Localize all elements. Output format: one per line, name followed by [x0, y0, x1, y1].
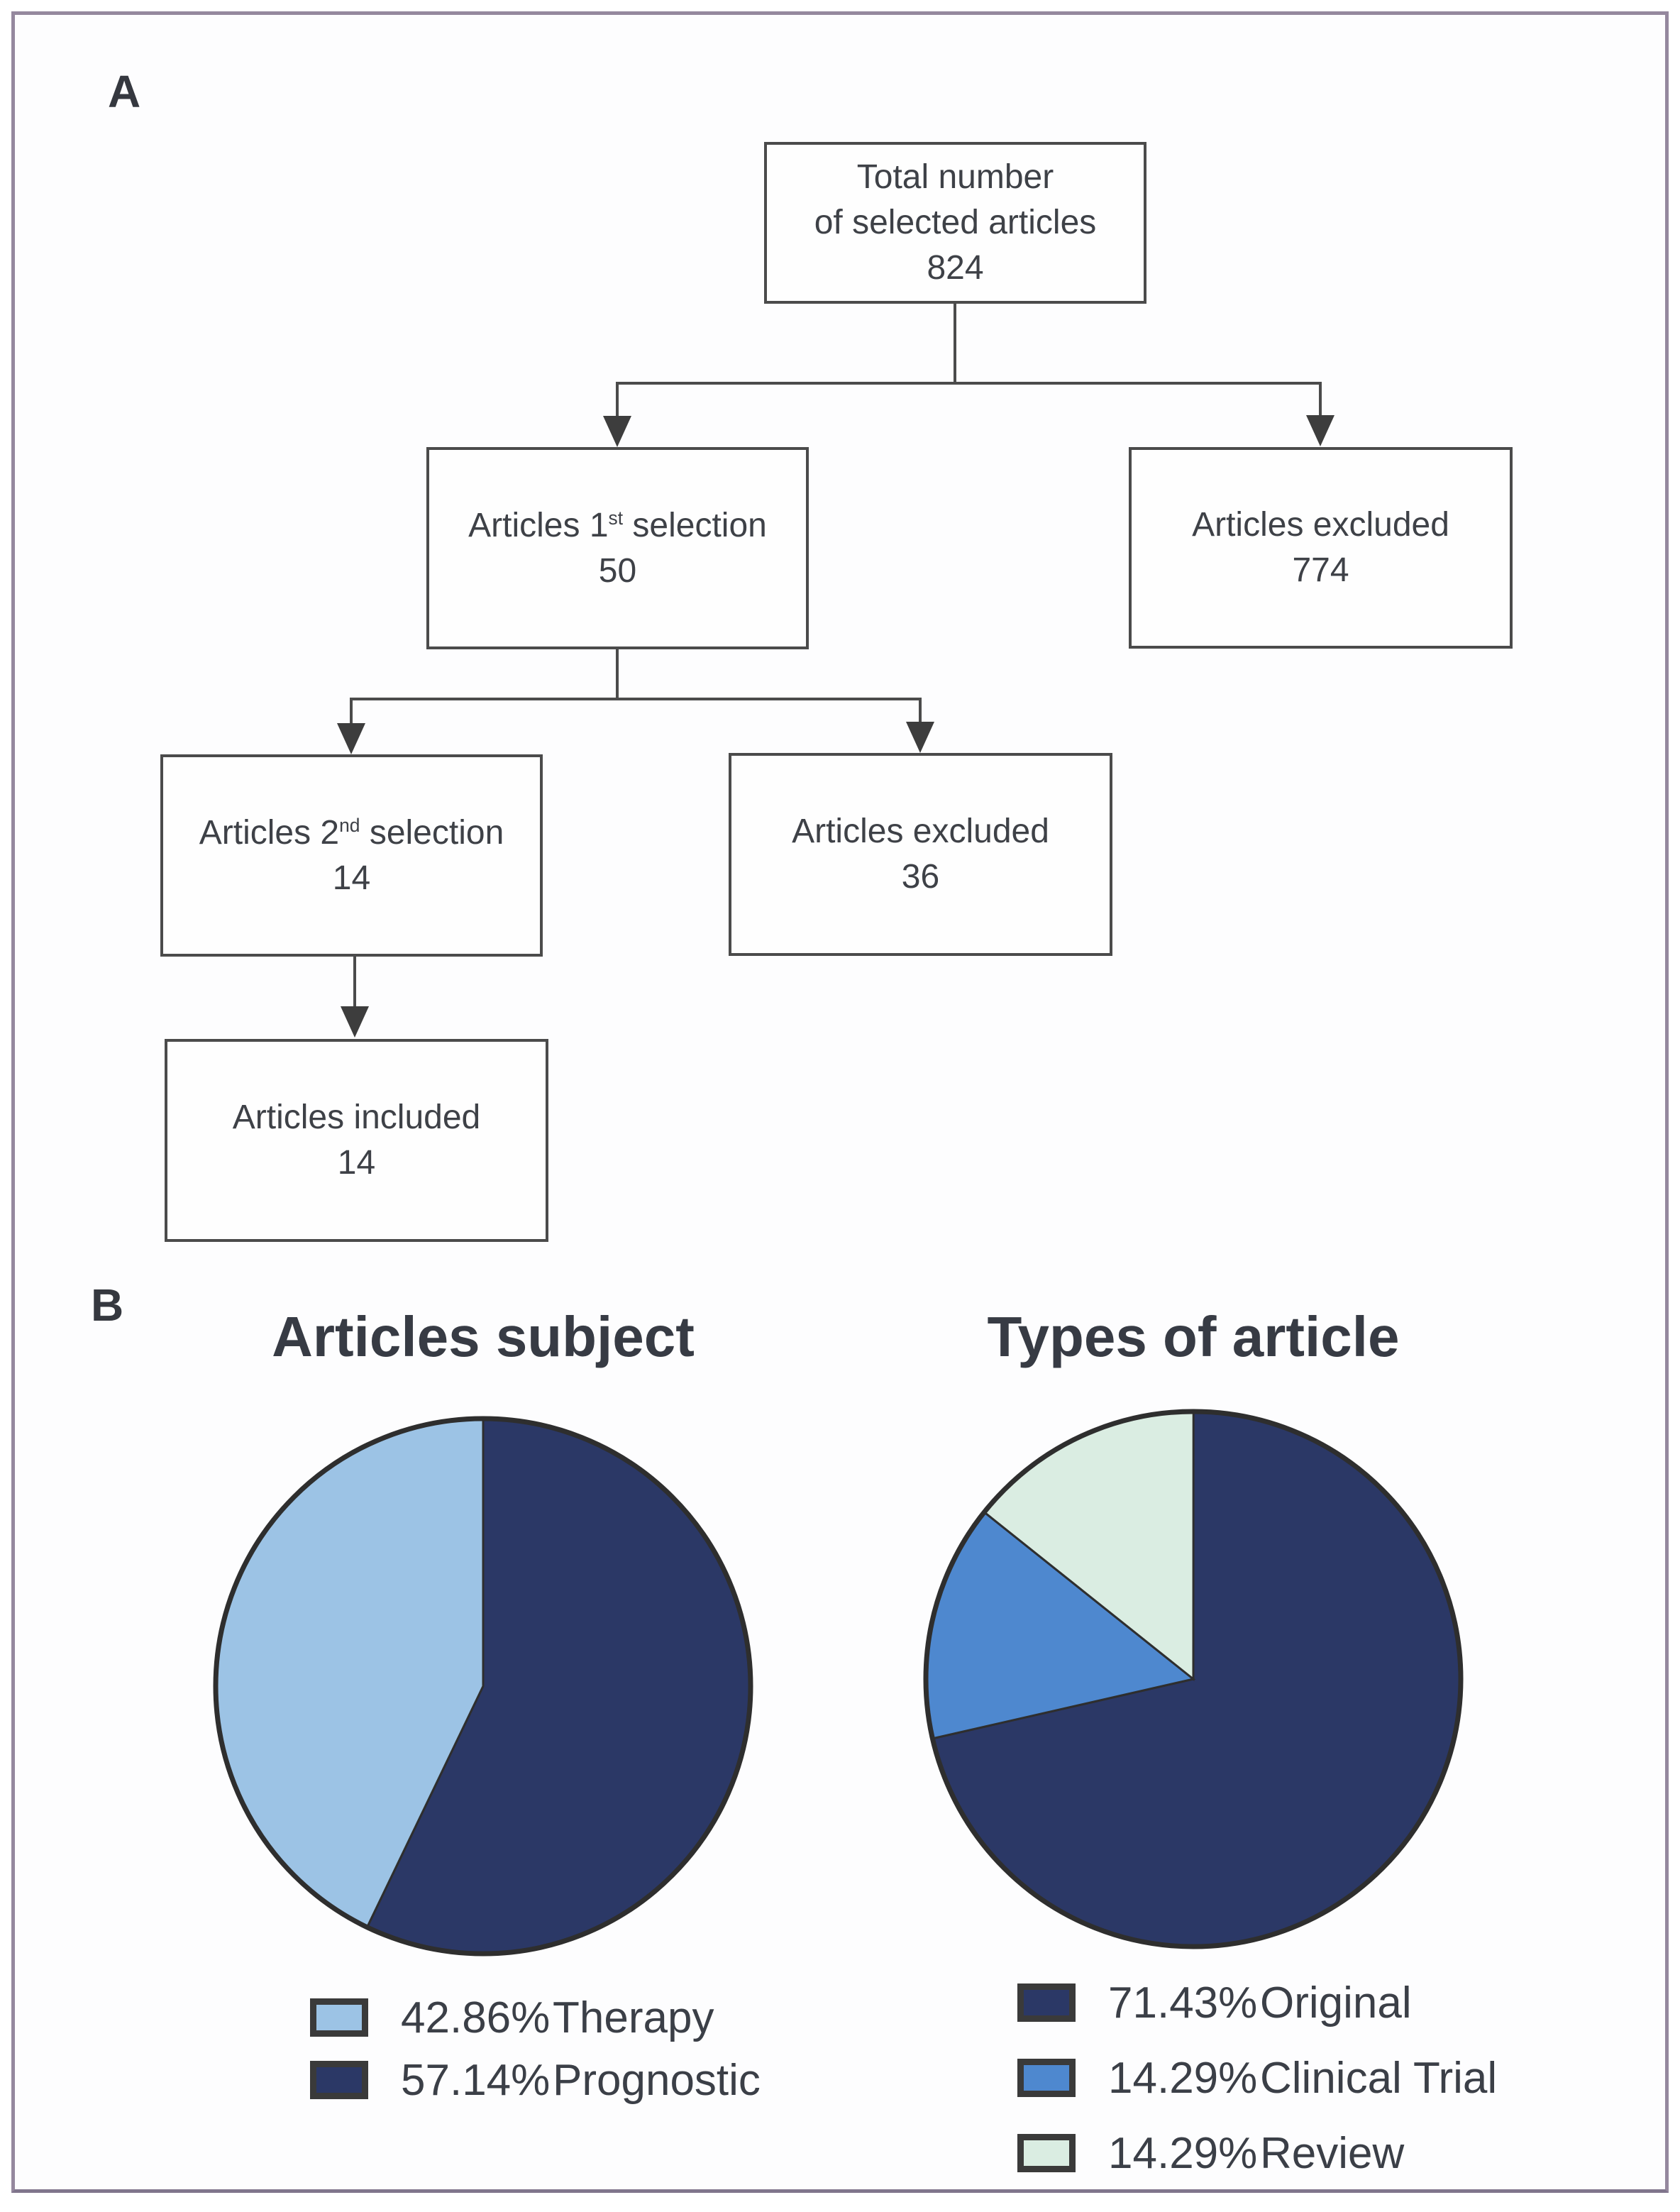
flowchart-box-first-selection: Articles 1st selection 50 — [426, 447, 809, 649]
pie-title-articles-subject: Articles subject — [272, 1305, 695, 1368]
legend-swatch — [1017, 2059, 1076, 2097]
legend-label: Therapy — [553, 1993, 714, 2042]
legend-swatch — [310, 2061, 368, 2099]
flowchart-box-first-selection-text: Articles 1st selection 50 — [468, 503, 767, 594]
legend-item: 14.29%Clinical Trial — [1017, 2040, 1497, 2115]
legend-label: Clinical Trial — [1260, 2053, 1498, 2103]
box-value: 14 — [332, 859, 371, 897]
box-value: 50 — [598, 551, 637, 590]
legend-percent: 71.43% — [1108, 1978, 1258, 2027]
superscript: st — [608, 507, 624, 529]
legend-label: Original — [1260, 1978, 1412, 2027]
flowchart-box-excluded-36: Articles excluded 36 — [729, 753, 1112, 956]
pie-chart-articles-subject — [213, 1416, 753, 1957]
flowchart-box-second-selection: Articles 2nd selection 14 — [160, 754, 543, 957]
box-text-line: selection — [623, 506, 767, 544]
pie-outline-circle — [923, 1409, 1464, 1949]
box-value: 14 — [337, 1144, 376, 1182]
legend-label: Prognostic — [553, 2055, 761, 2105]
box-value: 36 — [901, 858, 940, 896]
box-text-line: Articles excluded — [1192, 506, 1449, 544]
flowchart-box-total: Total number of selected articles 824 — [764, 142, 1146, 304]
legend-percent: 42.86% — [401, 1993, 551, 2042]
pie-chart-types-of-article — [923, 1409, 1464, 1949]
box-value: 774 — [1292, 551, 1349, 589]
flowchart-box-included: Articles included 14 — [165, 1039, 548, 1242]
legend-item: 71.43%Original — [1017, 1965, 1497, 2040]
box-text-line: Articles 1 — [468, 506, 609, 544]
panel-b-label: B — [91, 1280, 124, 1331]
flowchart-box-excluded-774-text: Articles excluded 774 — [1192, 502, 1449, 593]
legend-label: Review — [1260, 2128, 1405, 2178]
flowchart-box-excluded-36-text: Articles excluded 36 — [792, 809, 1049, 900]
box-text-line: of selected articles — [814, 204, 1097, 242]
box-text-line: Articles included — [232, 1099, 481, 1137]
legend-item: 57.14%Prognostic — [310, 2049, 761, 2111]
legend-swatch — [1017, 2134, 1076, 2172]
box-value: 824 — [927, 248, 984, 287]
legend-swatch — [310, 1998, 368, 2037]
pie-outline-circle — [213, 1416, 753, 1957]
legend-percent: 14.29% — [1108, 2053, 1258, 2103]
legend-percent: 57.14% — [401, 2055, 551, 2105]
box-text-line: Total number — [856, 158, 1054, 197]
flowchart-box-total-text: Total number of selected articles 824 — [814, 155, 1097, 290]
superscript: nd — [339, 814, 360, 836]
flowchart-box-excluded-774: Articles excluded 774 — [1129, 447, 1513, 649]
legend-percent: 14.29% — [1108, 2128, 1258, 2178]
pie-title-types-of-article: Types of article — [987, 1305, 1400, 1368]
box-text-line: Articles excluded — [792, 813, 1049, 851]
box-text-line: Articles 2 — [199, 813, 340, 852]
box-text-line: selection — [360, 813, 504, 852]
panel-a-label: A — [108, 66, 141, 117]
legend-item: 42.86%Therapy — [310, 1986, 761, 2049]
flowchart-box-second-selection-text: Articles 2nd selection 14 — [199, 810, 504, 901]
legend-item: 14.29%Review — [1017, 2115, 1497, 2191]
flowchart-box-included-text: Articles included 14 — [233, 1095, 481, 1186]
legend-swatch — [1017, 1983, 1076, 2022]
